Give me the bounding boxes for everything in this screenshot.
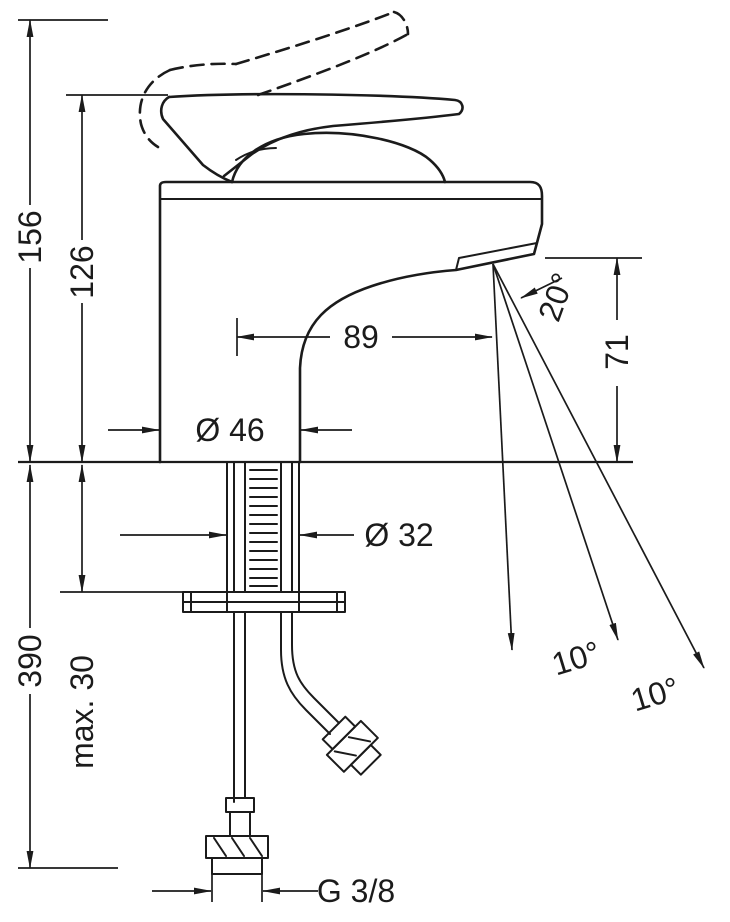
faucet-body bbox=[158, 92, 544, 464]
hose-right-upper bbox=[280, 461, 293, 593]
right-fitting-nut-hatch bbox=[333, 736, 372, 757]
label-body-height: 126 bbox=[64, 245, 100, 298]
label-swivel-angle-left: 10° bbox=[548, 634, 605, 683]
cartridge-dome bbox=[230, 131, 447, 184]
left-fitting-end bbox=[211, 857, 263, 875]
raised-handle-rear-top bbox=[168, 62, 238, 72]
hose-right-lower bbox=[280, 611, 340, 735]
raised-handle-top-edge bbox=[234, 10, 396, 66]
label-outlet-height: 71 bbox=[599, 334, 635, 370]
mounting-plate bbox=[182, 591, 346, 613]
shank-outer-walls bbox=[226, 461, 300, 593]
hose-left-upper bbox=[233, 461, 246, 593]
angle-lines bbox=[492, 263, 705, 669]
raised-handle-rear-arc bbox=[138, 68, 172, 149]
right-fitting-end bbox=[349, 743, 382, 776]
label-hose-length: 390 bbox=[12, 634, 48, 687]
hose-right-fitting bbox=[321, 715, 382, 776]
hose-left-lower bbox=[233, 611, 246, 803]
label-total-height: 156 bbox=[12, 210, 48, 263]
left-fitting-nut bbox=[205, 835, 269, 859]
label-spout-reach: 89 bbox=[343, 319, 379, 355]
stream-line-middle bbox=[492, 263, 619, 641]
below-counter-assembly bbox=[182, 461, 382, 875]
stream-line-right bbox=[492, 263, 705, 669]
label-hole-diameter: Ø 32 bbox=[364, 517, 433, 553]
dimension-lines bbox=[26, 19, 621, 895]
right-fitting-nut bbox=[325, 719, 379, 773]
handle-rear-edge bbox=[159, 95, 234, 184]
label-connection-thread: G 3/8 bbox=[317, 873, 395, 909]
left-fitting-nut-hatch bbox=[213, 837, 263, 857]
label-base-diameter: Ø 46 bbox=[195, 412, 264, 448]
aerator-lines bbox=[455, 223, 543, 271]
handle-lever bbox=[167, 92, 464, 178]
label-max-mounting-thickness: max. 30 bbox=[64, 655, 100, 769]
left-fitting-neck bbox=[229, 811, 251, 837]
handle-raised-dashed bbox=[138, 10, 410, 149]
label-swivel-angle-right: 10° bbox=[627, 670, 684, 719]
thread-ticks bbox=[249, 469, 278, 587]
spray-angle-leader bbox=[520, 277, 563, 299]
dimension-labels: 156 126 89 Ø 46 Ø 32 71 20° 390 max. 30 … bbox=[12, 210, 683, 909]
left-fitting-collar bbox=[225, 797, 255, 813]
handle-collar bbox=[235, 147, 277, 161]
raised-handle-tip bbox=[392, 10, 410, 36]
stream-line-left bbox=[492, 263, 515, 651]
hose-left-fitting bbox=[205, 797, 269, 875]
raised-handle-bottom-edge bbox=[256, 32, 410, 97]
label-spray-angle: 20° bbox=[531, 268, 581, 326]
